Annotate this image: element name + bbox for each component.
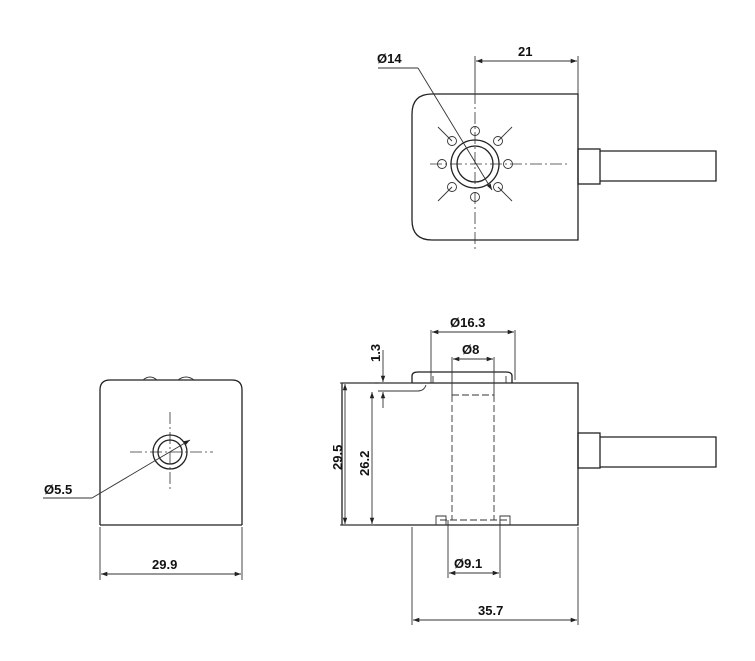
dim-bore-outer: Ø16.3 (450, 315, 485, 330)
top-view-cable-gland (577, 148, 601, 185)
side-view: Ø5.5 29.9 (43, 376, 243, 580)
top-view: Ø14 21 (377, 44, 717, 250)
side-view-body (99, 379, 243, 525)
top-view-body (411, 93, 579, 241)
front-view-cable (600, 436, 717, 468)
dim-inner-height: 26.2 (357, 451, 372, 476)
dim-body-length: 35.7 (478, 603, 503, 618)
dim-bore-bottom: Ø9.1 (454, 556, 482, 571)
dim-top-width: 21 (518, 44, 532, 59)
top-view-cable (600, 150, 717, 182)
dim-side-width: 29.9 (152, 557, 177, 572)
dim-side-hole: Ø5.5 (44, 482, 72, 497)
dim-bore-inner: Ø8 (462, 342, 479, 357)
dim-flange: 1.3 (368, 344, 383, 362)
dim-top-hole: Ø14 (377, 51, 402, 66)
dim-body-height: 29.5 (330, 445, 345, 470)
top-view-bore-outer (450, 139, 500, 189)
side-hole-outer (152, 434, 188, 470)
front-view: Ø16.3 Ø8 1.3 29.5 26.2 Ø9.1 35.7 (330, 315, 717, 625)
top-view-bore-inner (456, 145, 494, 183)
side-hole-inner (157, 439, 183, 465)
bolt-holes (437, 126, 513, 202)
front-view-cable-gland (577, 432, 601, 469)
front-view-body (341, 382, 579, 526)
